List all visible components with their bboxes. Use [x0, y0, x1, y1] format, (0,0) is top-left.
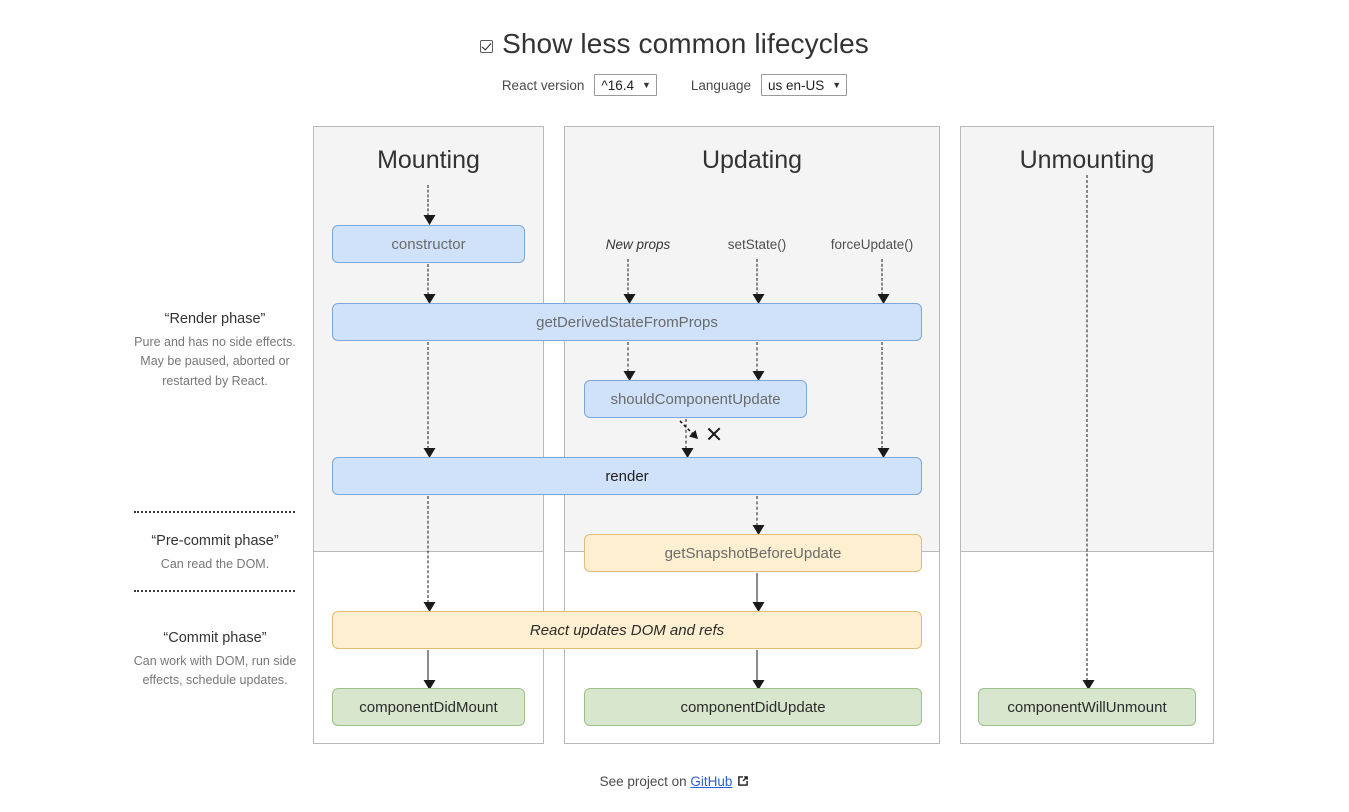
arrow-scu-bailout	[679, 420, 698, 439]
phase-precommit: “Pre-commit phase” Can read the DOM.	[126, 533, 304, 574]
column-unmounting-title: Unmounting	[1019, 146, 1155, 174]
lifecycle-box-get-derived-state-from-props[interactable]: getDerivedStateFromProps	[332, 303, 922, 341]
column-updating-title: Updating	[701, 146, 803, 174]
arrow-render-to-react-updates	[423, 496, 436, 612]
phase-commit: “Commit phase” Can work with DOM, run si…	[126, 630, 304, 691]
language-value: us en-US	[767, 77, 825, 93]
github-link[interactable]: GitHub	[690, 774, 732, 789]
arrow-gsbu-to-react-updates	[752, 573, 765, 612]
arrow-to-constructor	[423, 185, 436, 225]
arrow-gdsfp-to-scu-left	[623, 342, 636, 381]
arrow-gdsfp-to-render	[423, 342, 436, 458]
lifecycle-box-component-did-mount[interactable]: componentDidMount	[332, 688, 525, 726]
arrow-force-update-to-render	[877, 342, 890, 458]
phase-render-desc: Pure and has no side effects. May be pau…	[134, 335, 296, 388]
phase-commit-desc: Can work with DOM, run side effects, sch…	[133, 654, 297, 688]
lifecycle-box-render[interactable]: render	[332, 457, 922, 495]
arrow-render-to-gsbu	[752, 496, 765, 535]
chevron-down-icon: ▼	[832, 79, 842, 90]
column-updating: Updating	[564, 126, 940, 744]
checkbox-icon[interactable]	[480, 39, 494, 53]
lifecycle-box-get-snapshot-before-update[interactable]: getSnapshotBeforeUpdate	[584, 534, 922, 572]
arrow-gdsfp-to-scu-right	[752, 342, 765, 381]
footer: See project on GitHub	[0, 774, 1349, 789]
trigger-force-update: forceUpdate()	[830, 237, 914, 252]
external-link-icon	[738, 776, 749, 786]
phase-render: “Render phase” Pure and has no side effe…	[126, 311, 304, 391]
lifecycle-box-should-component-update[interactable]: shouldComponentUpdate	[584, 380, 807, 418]
footer-text: See project on	[599, 774, 687, 789]
lifecycle-box-constructor[interactable]: constructor	[332, 225, 525, 263]
arrow-constructor-to-gdsfp	[423, 264, 436, 304]
page-title: Show less common lifecycles	[502, 28, 869, 59]
controls-row: React version ^16.4 ▼ Language us en-US …	[0, 74, 1349, 96]
show-less-common-lifecycles-toggle[interactable]: Show less common lifecycles	[0, 30, 1349, 58]
react-version-select[interactable]: ^16.4 ▼	[594, 74, 657, 96]
column-mounting-title: Mounting	[377, 146, 480, 174]
react-version-value: ^16.4	[601, 77, 634, 93]
github-link-label: GitHub	[690, 774, 733, 789]
language-label: Language	[690, 77, 751, 93]
react-version-label: React version	[501, 77, 585, 93]
phase-separator-bottom	[134, 590, 295, 592]
arrow-set-state-to-gdsfp	[752, 259, 765, 304]
arrow-react-updates-to-cdm	[423, 650, 436, 690]
phase-separator-top	[134, 511, 295, 513]
phase-commit-name: “Commit phase”	[163, 630, 267, 646]
trigger-set-state: setState()	[727, 237, 787, 252]
arrow-force-update-to-gdsfp	[877, 259, 890, 304]
bailout-x-icon	[706, 426, 722, 442]
arrow-new-props-to-gdsfp	[623, 259, 636, 304]
arrow-react-updates-to-cdu	[752, 650, 765, 690]
language-select[interactable]: us en-US ▼	[760, 74, 848, 96]
phase-precommit-desc: Can read the DOM.	[160, 557, 270, 571]
trigger-new-props: New props	[605, 237, 671, 252]
arrow-scu-to-render	[681, 419, 694, 458]
chevron-down-icon: ▼	[641, 79, 651, 90]
arrow-unmounting-to-cwu	[1082, 175, 1095, 690]
phase-precommit-name: “Pre-commit phase”	[151, 533, 279, 549]
lifecycle-box-component-will-unmount[interactable]: componentWillUnmount	[978, 688, 1196, 726]
lifecycle-box-component-did-update[interactable]: componentDidUpdate	[584, 688, 922, 726]
lifecycle-box-react-updates-dom-and-refs: React updates DOM and refs	[332, 611, 922, 649]
phase-render-name: “Render phase”	[164, 311, 266, 327]
